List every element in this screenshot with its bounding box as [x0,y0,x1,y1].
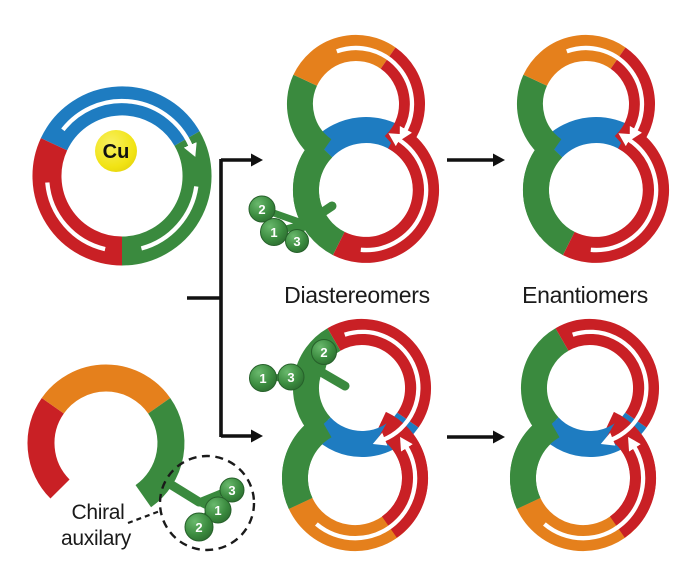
direction-arrow [140,186,199,251]
diastereomer-top-catenane [286,35,440,263]
auxiliary-ball-3 [285,229,309,253]
enantiomer-top-catenane [516,35,670,263]
cat-top-right-green-segment [522,139,563,237]
auxiliary-ball-3 [219,477,245,503]
diastereomer-bottom-catenane [281,318,431,552]
cat-bot-right-red-segment [555,318,659,428]
cat-bot-right-green-segment [520,328,570,436]
cat-bot-right-green-segment [509,414,561,509]
ball-1-label: 1 [270,225,277,240]
enantiomers-label: Enantiomers [522,282,648,308]
chiral-auxiliary-bottom: 2 3 1 [249,339,350,392]
ball-2-label: 2 [320,345,327,360]
ball-2-label: 2 [195,520,202,535]
branch-connector [187,153,263,443]
direction-arrow [315,436,418,541]
auxiliary-ball-2 [248,195,276,223]
cu-atom-label: Cu [103,141,130,163]
ring-open-red-segment [27,397,70,499]
ball-3-label: 3 [287,370,294,385]
ball-1-label: 1 [259,371,266,386]
direction-arrow [590,133,659,253]
auxiliary-leader-line [127,509,161,525]
chiral-auxiliary-top: 2 1 3 [248,195,337,253]
chiral-auxiliary-label-line1: Chiral [71,501,124,524]
cat-bot-mid-red-segment [327,318,431,428]
cu-atom: Cu [95,130,137,172]
auxiliary-stem-tube [152,471,204,507]
ball-1-label: 1 [214,503,221,518]
ball-2-label: 2 [258,202,265,217]
enantiomer-bottom-catenane [509,318,659,552]
auxiliary-ball-1 [260,218,288,246]
cu-macrocycle [32,86,212,266]
diastereomers-label: Diastereomers [284,282,430,308]
chiral-auxiliary-label-line2: auxilary [61,527,132,550]
auxiliary-ball-1 [204,496,232,524]
auxiliary-stem-tube [300,201,337,229]
cat-top-right-green-segment [516,74,562,161]
auxiliary-stem-tube [316,367,350,391]
direction-arrow [45,182,106,252]
auxiliary-ball-2 [311,339,337,365]
direction-arrow [566,45,645,141]
open-macrocycle [27,364,185,508]
cat-top-mid-green-segment [286,74,332,161]
direction-arrow [572,329,649,446]
ball-3-label: 3 [293,234,300,249]
direction-arrow [543,436,646,541]
auxiliary-ball-3 [277,363,305,391]
ring-open-green-segment [135,397,185,508]
direction-arrow [344,329,421,446]
ring-open-orange-segment [41,364,171,414]
chiral-auxiliary-left: 3 1 2 [152,471,245,542]
auxiliary-ball-1 [249,364,277,392]
cat-top-mid-red-segment [381,125,440,259]
ball-3-label: 3 [228,483,235,498]
cat-top-right-red-segment [611,125,670,259]
direction-arrow [360,133,429,253]
cat-bot-mid-green-segment [281,414,333,509]
direction-arrow [61,98,197,157]
auxiliary-ball-2 [184,512,214,542]
cu-sphere [95,130,137,172]
direction-arrow [336,45,415,141]
auxiliary-highlight-circle [158,454,256,552]
